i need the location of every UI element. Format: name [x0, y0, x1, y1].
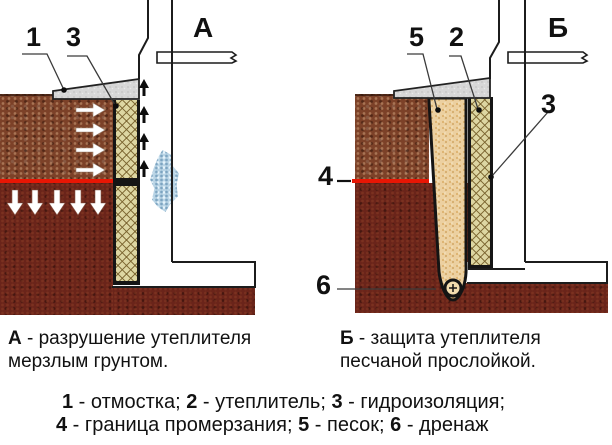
footing-fill-b	[466, 262, 608, 283]
caption-panel-a: А - разрушение утеплителя мерзлым грунто…	[8, 327, 251, 373]
panel-letter-b: Б	[548, 12, 569, 43]
caption-b-text: - защита утеплителя	[353, 328, 541, 349]
caption-b-line2: песчаной прослойкой.	[340, 351, 536, 372]
legend-text-1: - отмостка;	[73, 391, 187, 413]
blind-area-b	[393, 76, 491, 99]
frost-arrows-down	[6, 189, 107, 216]
legend-line-2: 4 - граница промерзания; 5 - песок; 6 - …	[56, 414, 505, 437]
surface-soil-b	[355, 94, 429, 183]
drainage-pipe-icon	[443, 278, 463, 298]
caption-a-letter: А	[8, 328, 22, 349]
legend-num-2: 2	[186, 391, 198, 413]
legend-num-5: 5	[298, 414, 310, 436]
heave-arrows-right	[75, 102, 106, 178]
legend-text-3: - гидроизоляция;	[342, 391, 506, 413]
soil-under-footing-a	[113, 287, 255, 315]
callout-6: 6	[316, 270, 332, 300]
legend-line-1: 1 - отмостка; 2 - утеплитель; 3 - гидрои…	[62, 391, 505, 414]
insulation-a	[113, 100, 140, 285]
panel-letter-a: А	[193, 12, 214, 43]
insulation-shear-break-a	[113, 178, 140, 186]
legend-num-3: 3	[331, 391, 343, 413]
legend-num-1: 1	[62, 391, 74, 413]
caption-b-letter: Б	[340, 328, 354, 349]
callout-2: 2	[449, 22, 465, 52]
caption-a-line2: мерзлым грунтом.	[8, 351, 169, 372]
floor-slab-b	[507, 51, 589, 64]
legend-text-5: - песок;	[309, 414, 391, 436]
callout-3-b: 3	[541, 89, 557, 119]
legend-num-4: 4	[56, 414, 68, 436]
basement-interior-b	[493, 183, 608, 262]
insulation-b	[468, 97, 493, 268]
legend-num-6: 6	[390, 414, 402, 436]
floor-slab-a	[156, 51, 238, 64]
caption-panel-b: Б - защита утеплителя песчаной прослойко…	[340, 327, 541, 373]
frost-line-b	[352, 179, 429, 183]
wall-b	[467, 0, 608, 284]
sand-layer-b	[427, 96, 468, 302]
legend-text-6: - дренаж	[401, 414, 489, 436]
caption-a-text: - разрушение утеплителя	[21, 328, 252, 349]
wall-a	[112, 0, 256, 288]
leader-dots	[61, 87, 494, 180]
legend: 1 - отмостка; 2 - утеплитель; 3 - гидрои…	[56, 391, 505, 437]
frost-line-a	[0, 179, 113, 183]
legend-text-4: - граница промерзания;	[67, 414, 299, 436]
callout-1: 1	[26, 22, 42, 52]
diagram-linework	[6, 0, 608, 302]
callout-3-a: 3	[66, 22, 82, 52]
leader-lines	[22, 53, 549, 290]
callout-5: 5	[409, 22, 425, 52]
legend-text-2: - утеплитель;	[197, 391, 332, 413]
blind-area-a	[52, 77, 140, 100]
callout-4: 4	[318, 161, 334, 191]
vapour-arrows-up	[139, 79, 149, 177]
